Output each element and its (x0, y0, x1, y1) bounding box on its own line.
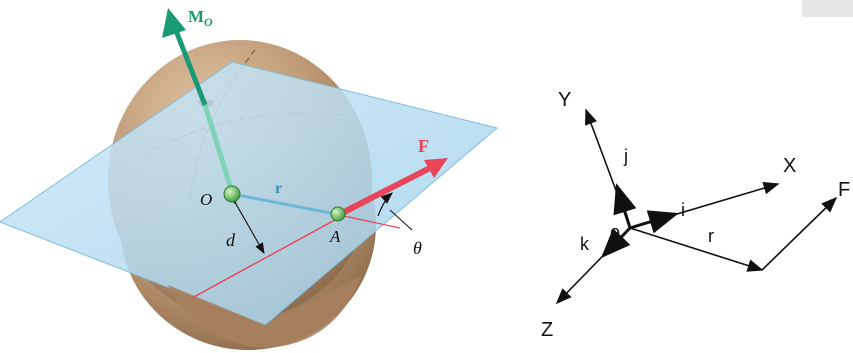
theta-leader (389, 209, 413, 231)
origin-label: O (200, 190, 212, 209)
f-vector (761, 196, 838, 271)
force-vector (338, 164, 434, 217)
x-axis-label: X (783, 155, 796, 177)
point-a (330, 206, 346, 222)
right-figure (555, 108, 838, 305)
force-arrowhead (424, 158, 448, 178)
corner-box (802, 0, 853, 17)
y-axis-label: Y (558, 89, 571, 111)
distance-label: d (226, 230, 236, 250)
f-label: F (838, 179, 850, 201)
theta-arc (377, 192, 393, 217)
position-label: r (275, 180, 282, 197)
moment-shaft-light (202, 104, 235, 193)
i-unit-vector (629, 210, 679, 234)
i-label: i (681, 200, 685, 220)
k-unit-vector (600, 226, 632, 259)
distance-line (227, 193, 265, 254)
r-vector (629, 227, 764, 272)
j-label: j (623, 146, 628, 166)
moment-label: MO (188, 7, 213, 29)
force-label: F (418, 136, 429, 156)
z-axis-label: Z (541, 319, 553, 341)
angle-label: θ (413, 238, 422, 258)
pivot-o (223, 185, 241, 203)
rigid-body-bottom (168, 275, 362, 348)
position-vector-r (231, 192, 337, 216)
r-label: r (708, 226, 714, 246)
theta-ref-line (343, 215, 401, 229)
moment-arrowhead (162, 8, 186, 38)
plane (0, 61, 499, 326)
moment-shaft (172, 27, 208, 106)
right-figure-labels: Y j X i F o r k Z (541, 89, 850, 341)
point-label: A (329, 227, 341, 246)
j-unit-vector (613, 183, 637, 229)
origin-o-label: o (610, 222, 620, 242)
k-label: k (580, 234, 590, 254)
moment-subscript: O (204, 15, 213, 29)
left-figure: MO F O r A d θ (0, 7, 499, 350)
